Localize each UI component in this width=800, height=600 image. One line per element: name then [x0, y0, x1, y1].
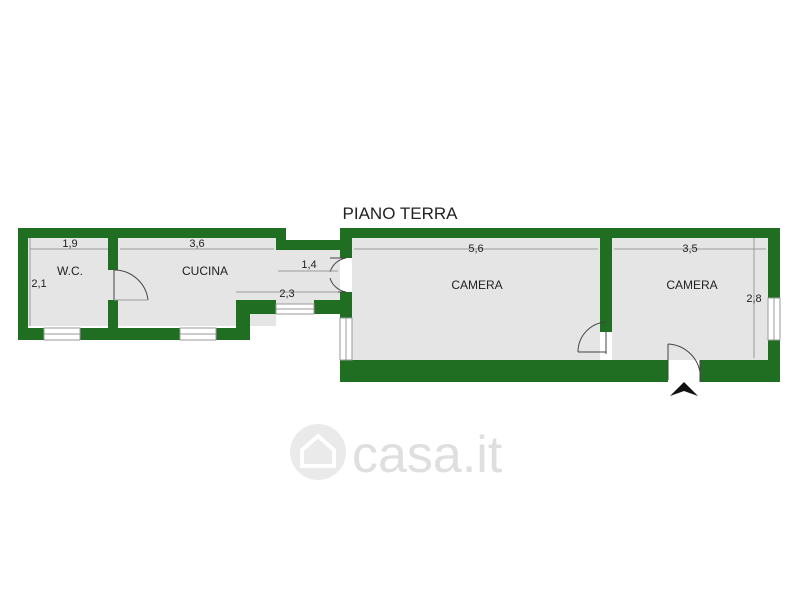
wall-camera-left-mid [340, 292, 352, 318]
wall-notch-left [276, 228, 286, 248]
door-entrance-icon [667, 343, 701, 382]
dim-cucina-width: 3,6 [189, 238, 204, 250]
wall-wc-left [18, 228, 28, 340]
floors [28, 236, 768, 360]
room-label-camera-1: CAMERA [451, 278, 502, 292]
wall-wc-divider-top [108, 236, 118, 270]
wall-bottom-right-1 [340, 360, 668, 382]
wall-bottom-right-2 [700, 360, 780, 382]
watermark: casa.it [290, 424, 503, 484]
room-label-camera-2: CAMERA [666, 278, 717, 292]
dim-camera-1-width: 5,6 [468, 243, 483, 255]
dim-wc-depth: 2,1 [31, 278, 46, 290]
house-logo-icon [290, 424, 346, 480]
room-label-cucina: CUCINA [182, 264, 228, 278]
wc-floor [28, 236, 110, 326]
dimension-lines [29, 238, 766, 358]
wall-step-top [236, 300, 276, 314]
doors [113, 257, 701, 382]
windows [43, 297, 781, 361]
wall-top-right [340, 228, 780, 238]
camera-1-floor [352, 236, 600, 360]
wall-corridor-bottom [314, 300, 342, 314]
wall-top-left [18, 228, 284, 238]
room-label-wc: W.C. [57, 264, 83, 278]
dim-camera-2-width: 3,5 [682, 243, 697, 255]
dim-corridor-lower: 2,3 [279, 288, 294, 300]
wall-camera-divider [600, 236, 612, 332]
corridor-floor [276, 248, 340, 306]
wall-notch-top [276, 240, 342, 250]
wall-bottom-corner [340, 360, 352, 382]
door-camera-icon [577, 321, 607, 354]
entrance-arrow-icon [670, 382, 698, 396]
door-wc-icon [113, 269, 149, 301]
wall-right-bottom [768, 340, 780, 382]
dim-corridor-upper: 1,4 [301, 259, 316, 271]
dim-camera-2-depth: 2,8 [746, 293, 761, 305]
wall-wc-divider-bottom [108, 300, 118, 330]
wall-right-top [768, 228, 780, 298]
camera-2-floor [612, 236, 768, 360]
watermark-text: casa.it [352, 426, 503, 484]
walls [18, 228, 780, 382]
dim-wc-width: 1,9 [62, 238, 77, 250]
wall-bottom-2 [80, 328, 180, 340]
plan-title: PIANO TERRA [343, 204, 459, 223]
wall-bottom-1 [18, 328, 44, 340]
